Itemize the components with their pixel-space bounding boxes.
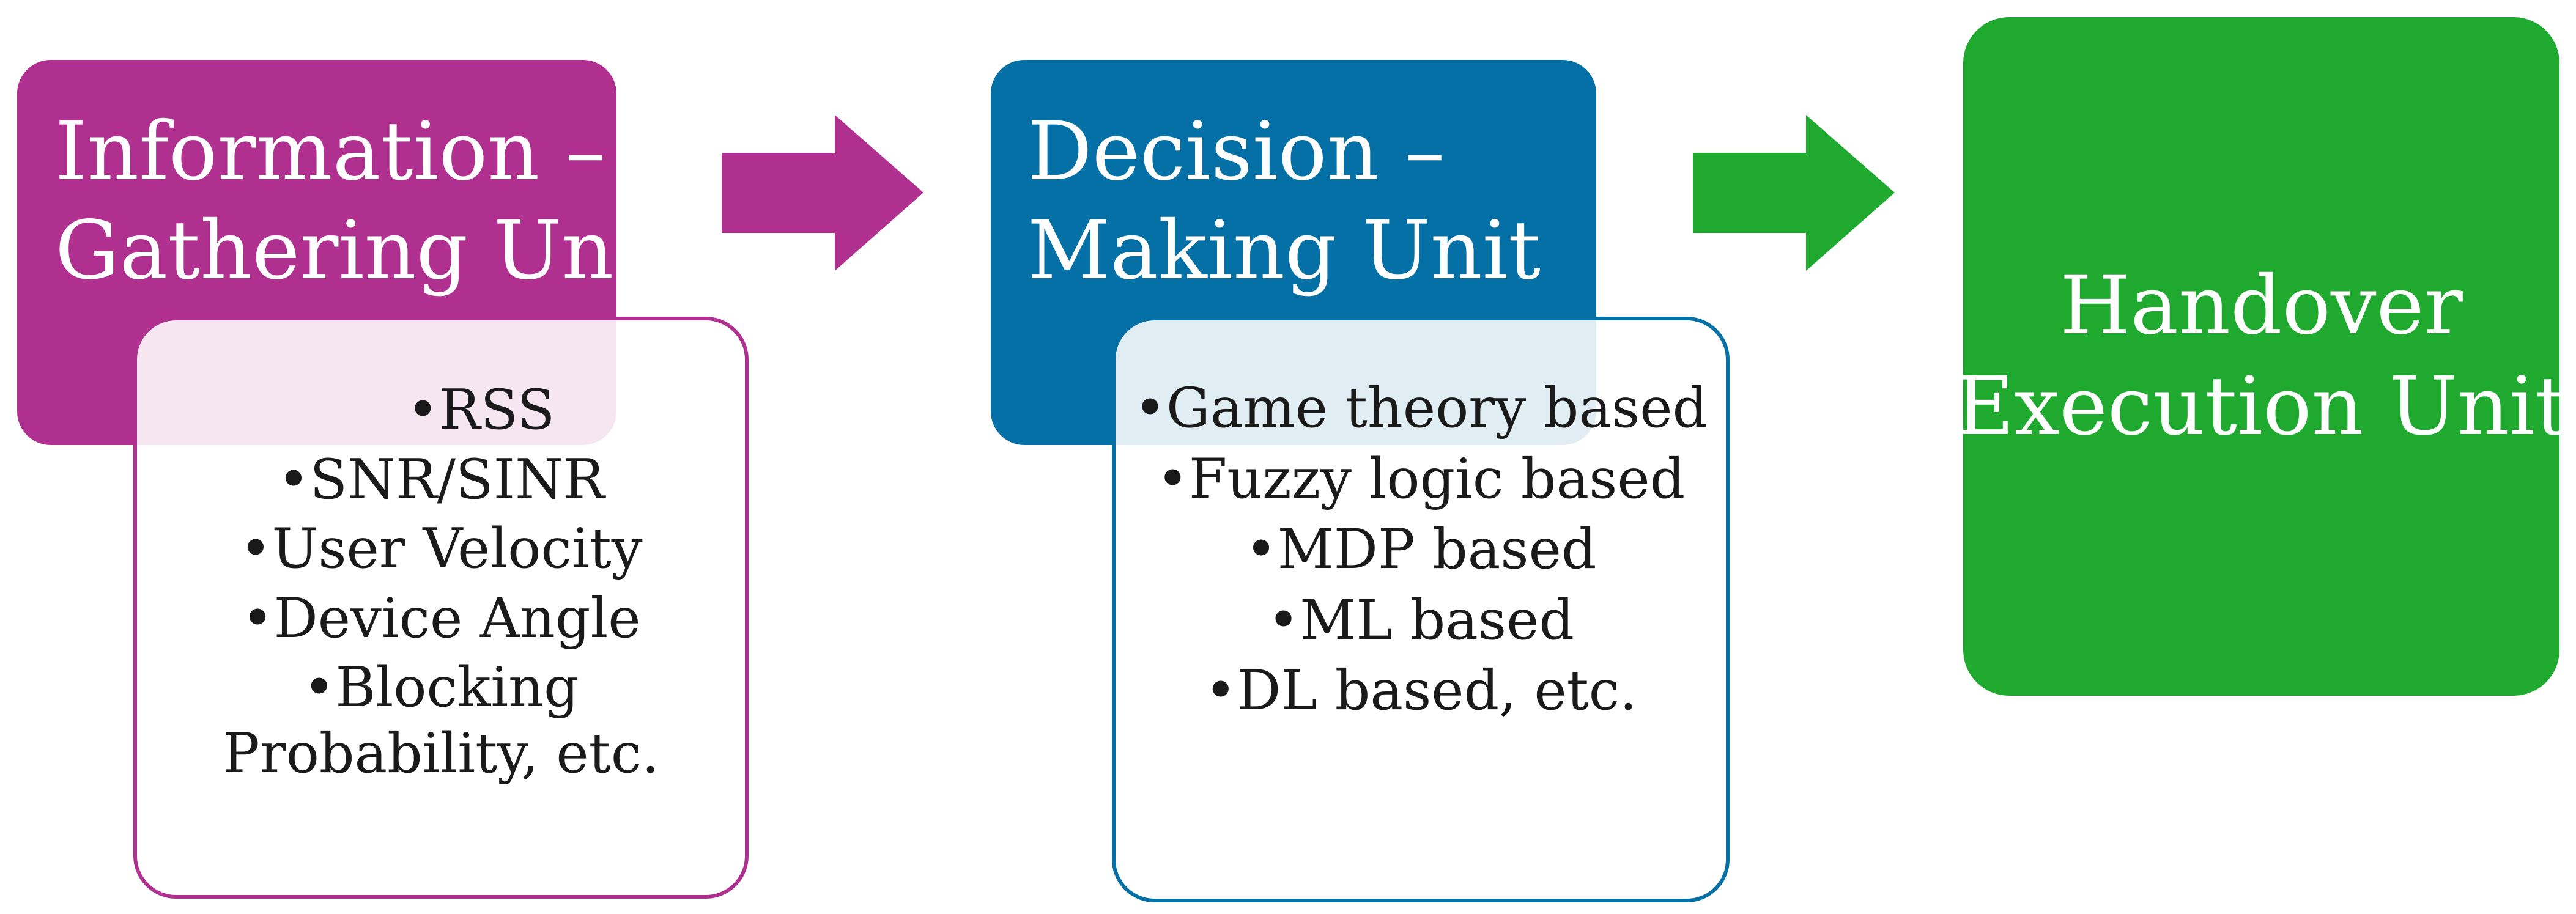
list-item: •DL based, etc. bbox=[1204, 658, 1637, 723]
list-item: •Blocking bbox=[303, 655, 579, 720]
list-item: •MDP based bbox=[1245, 517, 1597, 581]
information-gathering-unit-title-line-1: Information – bbox=[55, 105, 606, 199]
decision-making-detail-box: •Game theory based •Fuzzy logic based •M… bbox=[1112, 317, 1730, 902]
information-gathering-unit-title-line-2: Gathering Unit bbox=[55, 204, 672, 298]
list-item: •Fuzzy logic based bbox=[1156, 446, 1686, 511]
list-item: •ML based bbox=[1267, 588, 1574, 652]
decision-making-unit-title-line-1: Decision – bbox=[1027, 105, 1445, 199]
list-item: •Device Angle bbox=[241, 586, 641, 650]
list-item: •RSS bbox=[406, 378, 555, 442]
handover-execution-unit-box: Handover Execution Unit bbox=[1955, 17, 2567, 696]
list-item: Probability, etc. bbox=[223, 721, 659, 786]
green-arrow-icon bbox=[1693, 115, 1895, 271]
list-item: •User Velocity bbox=[239, 517, 643, 581]
arrow-2-shape bbox=[1693, 115, 1895, 271]
list-item: •Game theory based bbox=[1133, 376, 1708, 440]
information-gathering-detail-box: •RSS •SNR/SINR •User Velocity •Device An… bbox=[133, 317, 749, 899]
handover-execution-unit-title-line-2: Execution Unit bbox=[1955, 359, 2568, 454]
magenta-arrow-icon bbox=[722, 115, 923, 271]
decision-making-unit-title-line-2: Making Unit bbox=[1027, 204, 1541, 298]
handover-execution-unit-title-line-1: Handover bbox=[2060, 259, 2463, 353]
arrow-1-shape bbox=[722, 115, 923, 271]
list-item: •SNR/SINR bbox=[277, 447, 605, 512]
